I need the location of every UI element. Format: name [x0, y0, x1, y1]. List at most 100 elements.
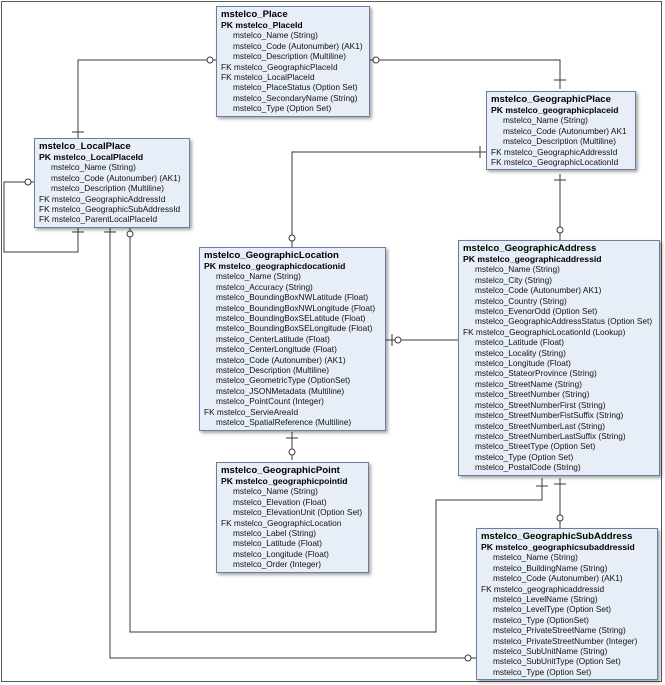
attribute-field: mstelco_BuildingName (String)	[493, 562, 608, 573]
primary-key: PK mstelco_LocalPlaceId	[39, 152, 144, 162]
field-list: mstelco_Name (String)mstelco_BuildingNam…	[481, 552, 653, 677]
attribute-field: mstelco_Code (Autonumber) AK1	[503, 125, 627, 136]
entity-title: mstelco_GeographicPlace	[491, 94, 611, 105]
rel-end-circle	[288, 448, 296, 456]
attribute-field: mstelco_Name (String)	[503, 115, 588, 126]
attribute-field: mstelco_BoundingBoxSELongitude (Float)	[216, 323, 373, 334]
attribute-field: mstelco_EvenorOdd (Option Set)	[475, 306, 598, 317]
foreign-key-field: FK mstelco_LocalPlaceId	[221, 72, 315, 83]
attribute-field: mstelco_City (String)	[475, 274, 552, 285]
foreign-key-field: FK mstelco_GeographicAddressId	[491, 146, 618, 157]
rel-end-circle	[394, 336, 402, 344]
attribute-field: mstelco_SpatialReference (Multiline)	[216, 417, 352, 428]
rel-place-geoplace	[370, 59, 561, 89]
rel-end-circle	[556, 514, 564, 522]
primary-key: PK mstelco_geographicsubaddressid	[481, 542, 635, 552]
rel-place-localplace	[77, 59, 216, 138]
foreign-key-field: FK mstelco_ParentLocalPlaceId	[39, 214, 158, 225]
attribute-field: mstelco_BoundingBoxNWLatitude (Float)	[216, 292, 369, 303]
attribute-field: mstelco_PlaceStatus (Option Set)	[233, 82, 358, 93]
entity-title: mstelco_LocalPlace	[39, 141, 131, 152]
primary-key: PK mstelco_geographicpointid	[221, 476, 348, 486]
entity-title: mstelco_GeographicPoint	[221, 465, 340, 476]
attribute-field: mstelco_GeographicAddressStatus (Option …	[475, 316, 653, 327]
attribute-field: mstelco_Locality (String)	[475, 347, 566, 358]
rel-localplace-subaddress	[109, 226, 476, 659]
attribute-field: mstelco_StreetType (Option Set)	[475, 441, 596, 452]
entity-title: mstelco_Place	[221, 9, 288, 20]
attribute-field: mstelco_Latitude (Float)	[233, 538, 323, 549]
entity-title: mstelco_GeographicSubAddress	[481, 531, 633, 542]
attribute-field: mstelco_Accuracy (String)	[216, 281, 313, 292]
rel-end-circle	[206, 56, 214, 64]
rel-end-circle	[24, 178, 32, 186]
foreign-key-field: FK mstelco_GeographicAddressId	[39, 193, 166, 204]
attribute-field: mstelco_Code (Autonumber) AK1)	[475, 285, 602, 296]
primary-key: PK mstelco_geographicplaceid	[491, 105, 619, 115]
attribute-field: mstelco_Elevation (Float)	[233, 496, 327, 507]
attribute-field: mstelco_Description (Multiline)	[233, 51, 346, 62]
attribute-field: mstelco_StreetNumberFirst (String)	[475, 399, 606, 410]
attribute-field: mstelco_Longitude (Float)	[233, 548, 329, 559]
attribute-field: mstelco_LevelType (Option Set)	[493, 604, 612, 615]
foreign-key-field: FK mstelco_GeographicLocation	[221, 517, 342, 528]
rel-geoplace-geolocation	[291, 151, 486, 248]
foreign-key-field: FK mstelco_GeographicLocationId	[491, 157, 619, 168]
attribute-field: mstelco_Description (Multiline)	[51, 183, 164, 194]
attribute-field: mstelco_PointCount (Integer)	[216, 396, 324, 407]
field-list: mstelco_Name (String)mstelco_Accuracy (S…	[204, 271, 381, 427]
attribute-field: mstelco_Code (Autonumber) (AK1)	[233, 40, 363, 51]
rel-end-circle	[556, 226, 564, 234]
rel-end-circle	[464, 654, 472, 662]
entity-title: mstelco_GeographicAddress	[463, 243, 597, 254]
attribute-field: mstelco_Type (Option Set)	[475, 451, 574, 462]
attribute-field: mstelco_SubUnitType (Option Set)	[493, 656, 621, 667]
attribute-field: mstelco_ElevationUnit (Option Set)	[233, 507, 363, 518]
attribute-field: mstelco_Name (String)	[233, 30, 318, 41]
attribute-field: mstelco_Name (String)	[233, 486, 318, 497]
field-list: mstelco_Name (String)mstelco_Code (Auton…	[39, 162, 185, 224]
foreign-key-field: FK mstelco_geographicaddressid	[481, 583, 605, 594]
primary-key: PK mstelco_geographicdocationid	[204, 261, 346, 271]
attribute-field: mstelco_Type (Option Set)	[233, 103, 332, 114]
attribute-field: mstelco_SubUnitName (String)	[493, 646, 608, 657]
field-list: mstelco_Name (String)mstelco_Elevation (…	[221, 486, 364, 569]
foreign-key-field: FK mstelco_ServieAreaId	[204, 406, 299, 417]
attribute-field: mstelco_Type (Option Set)	[493, 666, 592, 677]
attribute-field: mstelco_Description (Multiline)	[216, 365, 329, 376]
foreign-key-field: FK mstelco_GeographicLocationId (Lookup)	[463, 326, 626, 337]
attribute-field: mstelco_StreetName (String)	[475, 378, 582, 389]
attribute-field: mstelco_StreetNumberLast (String)	[475, 420, 606, 431]
attribute-field: mstelco_Label (String)	[233, 528, 317, 539]
attribute-field: mstelco_SecondaryName (String)	[233, 92, 358, 103]
attribute-field: mstelco_StreetNumberLastSuffix (String)	[475, 430, 626, 441]
attribute-field: mstelco_GeometricType (OptionSet)	[216, 375, 351, 386]
foreign-key-field: FK mstelco_GeographicPlaceId	[221, 61, 338, 72]
foreign-key-field: FK mstelco_GeographicSubAddressId	[39, 204, 181, 215]
attribute-field: mstelco_JSONMetadata (Multiline)	[216, 385, 345, 396]
rel-localplace-self	[3, 181, 79, 253]
attribute-field: mstelco_Code (Autonumber) (AK1)	[51, 172, 181, 183]
attribute-field: mstelco_Name (String)	[475, 264, 560, 275]
entity-title: mstelco_GeographicLocation	[204, 250, 339, 261]
attribute-field: mstelco_Latitude (Float)	[475, 337, 565, 348]
attribute-field: mstelco_Longitude (Float)	[475, 358, 571, 369]
field-list: mstelco_Name (String)mstelco_City (Strin…	[463, 264, 655, 472]
rel-end-circle	[288, 234, 296, 242]
attribute-field: mstelco_Name (String)	[493, 552, 578, 563]
field-list: mstelco_Name (String)mstelco_Code (Auton…	[491, 115, 631, 167]
attribute-field: mstelco_PostalCode (String)	[475, 462, 581, 473]
attribute-field: mstelco_StateorProvince (String)	[475, 368, 597, 379]
attribute-field: mstelco_BoundingBoxSELatitude (Float)	[216, 313, 366, 324]
attribute-field: mstelco_Code (Autonumber) (AK1)	[216, 354, 346, 365]
attribute-field: mstelco_PrivateStreetName (String)	[493, 625, 626, 636]
